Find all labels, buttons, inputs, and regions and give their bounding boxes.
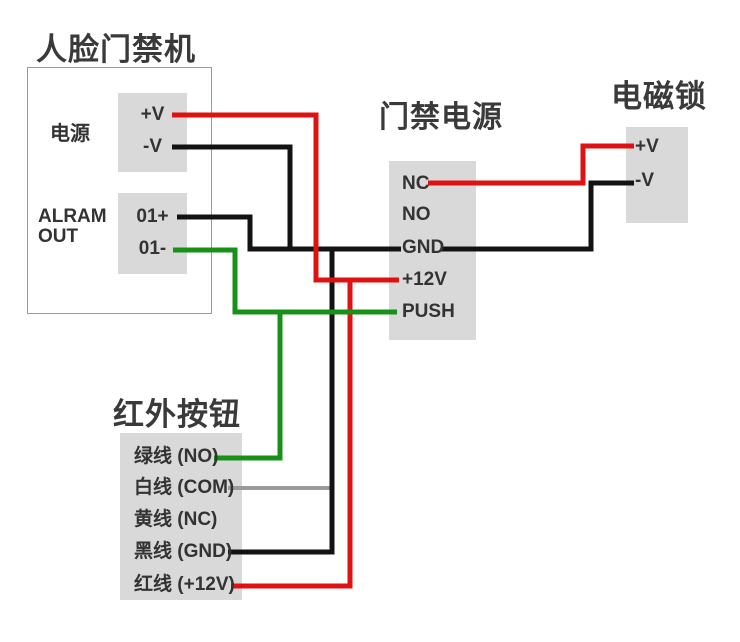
button-port-red-12v: 红线 (+12V) — [134, 574, 235, 595]
face-alarm-group-label-line1: ALRAM — [38, 206, 107, 227]
face-machine-title: 人脸门禁机 — [36, 32, 196, 67]
face-alarm-group-label: ALRAM OUT — [38, 207, 107, 247]
psu-port-no: NO — [402, 204, 431, 225]
power-supply-title: 门禁电源 — [379, 101, 503, 134]
wire-12v-to-button-red — [231, 278, 353, 589]
button-title: 红外按钮 — [113, 397, 241, 432]
lock-terminal-block — [626, 127, 688, 223]
button-port-yellow-nc: 黄线 (NC) — [134, 509, 218, 530]
face-power-group-label: 电源 — [50, 123, 90, 145]
button-port-black-gnd: 黑线 (GND) — [134, 541, 233, 562]
lock-port-minus-v: -V — [635, 170, 654, 191]
face-port-plus-v: +V — [140, 104, 165, 125]
face-port-01-minus: 01- — [138, 238, 167, 259]
face-port-01-plus: 01+ — [136, 206, 169, 227]
psu-port-push: PUSH — [402, 301, 455, 322]
face-port-minus-v: -V — [143, 136, 162, 157]
psu-port-12v: +12V — [402, 269, 447, 290]
wire-gnd-to-button-black — [228, 247, 335, 555]
lock-title: 电磁锁 — [611, 79, 707, 114]
psu-port-nc: NC — [402, 173, 430, 194]
button-terminal-block — [120, 433, 242, 600]
psu-port-gnd: GND — [402, 237, 445, 258]
lock-port-plus-v: +V — [635, 136, 659, 157]
button-port-green-no: 绿线 (NO) — [134, 446, 219, 467]
face-alarm-group-label-line2: OUT — [38, 226, 79, 247]
button-port-white-com: 白线 (COM) — [134, 477, 235, 498]
